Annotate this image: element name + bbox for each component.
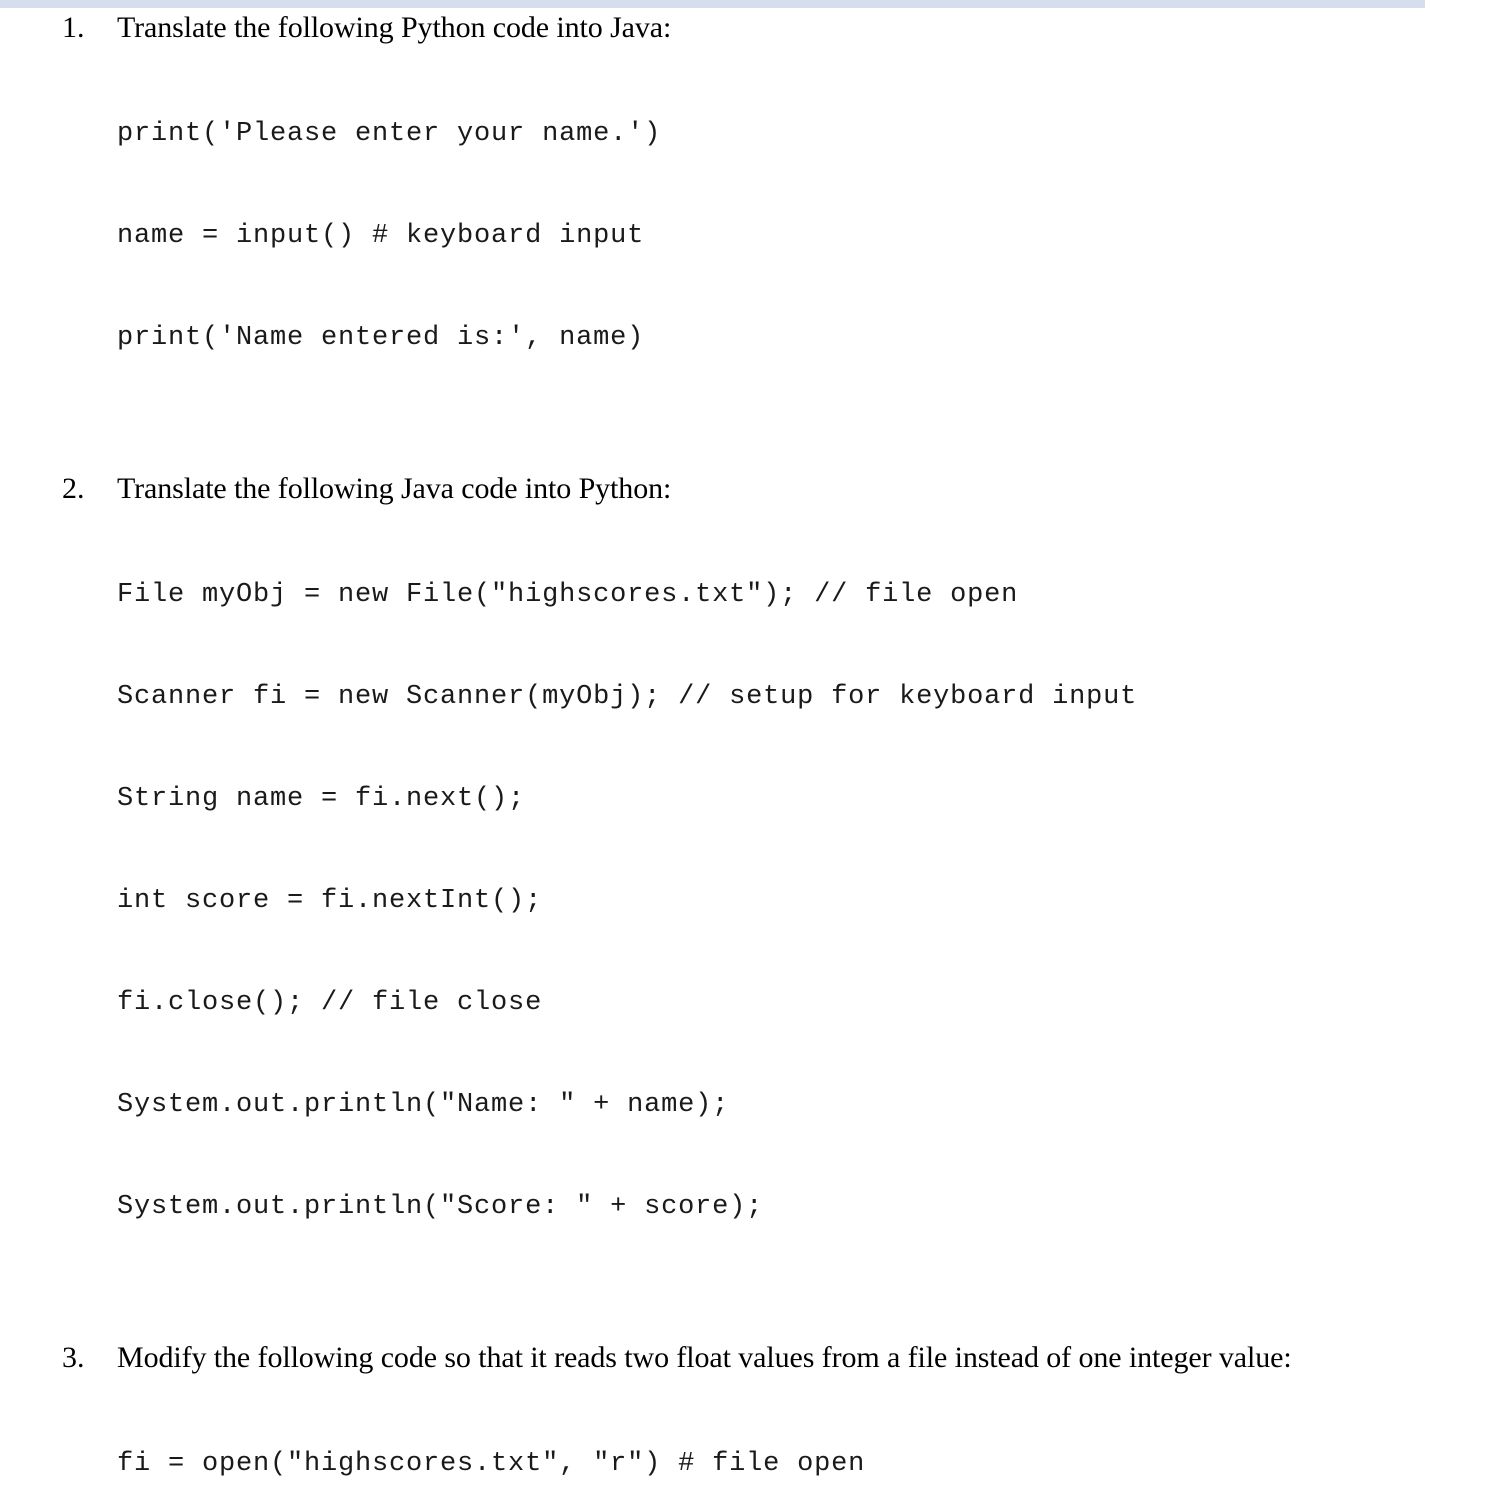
question-list: 1. Translate the following Python code i… (0, 8, 1489, 1486)
list-item-heading: Translate the following Java code into P… (117, 472, 672, 505)
code-line: Scanner fi = new Scanner(myObj); // setu… (117, 682, 1138, 712)
code-line: int score = fi.nextInt(); (117, 886, 543, 916)
code-line: print('Name entered is:', name) (117, 323, 645, 353)
list-item-number: 2. (62, 472, 85, 505)
code-line: System.out.println("Name: " + name); (117, 1090, 730, 1120)
list-item-number: 3. (62, 1341, 85, 1374)
code-line: print('Please enter your name.') (117, 119, 662, 149)
header-accent-strip (0, 0, 1425, 8)
list-item-heading: Modify the following code so that it rea… (117, 1341, 1292, 1374)
code-block: print('Please enter your name.') name = … (117, 49, 1489, 423)
list-item-heading: Translate the following Python code into… (117, 11, 672, 44)
code-line: fi.close(); // file close (117, 988, 543, 1018)
document-page: 1. Translate the following Python code i… (0, 0, 1425, 1479)
code-line: fi = open("highscores.txt", "r") # file … (117, 1449, 866, 1479)
list-item-number: 1. (62, 11, 85, 44)
list-item: 2. Translate the following Java code int… (0, 469, 1489, 1292)
code-block: fi = open("highscores.txt", "r") # file … (117, 1379, 1489, 1486)
code-line: String name = fi.next(); (117, 784, 526, 814)
list-item: 1. Translate the following Python code i… (0, 8, 1489, 423)
code-line: name = input() # keyboard input (117, 221, 645, 251)
list-item: 3. Modify the following code so that it … (0, 1338, 1489, 1486)
code-line: System.out.println("Score: " + score); (117, 1192, 764, 1222)
code-line: File myObj = new File("highscores.txt");… (117, 580, 1019, 610)
code-block: File myObj = new File("highscores.txt");… (117, 510, 1489, 1292)
